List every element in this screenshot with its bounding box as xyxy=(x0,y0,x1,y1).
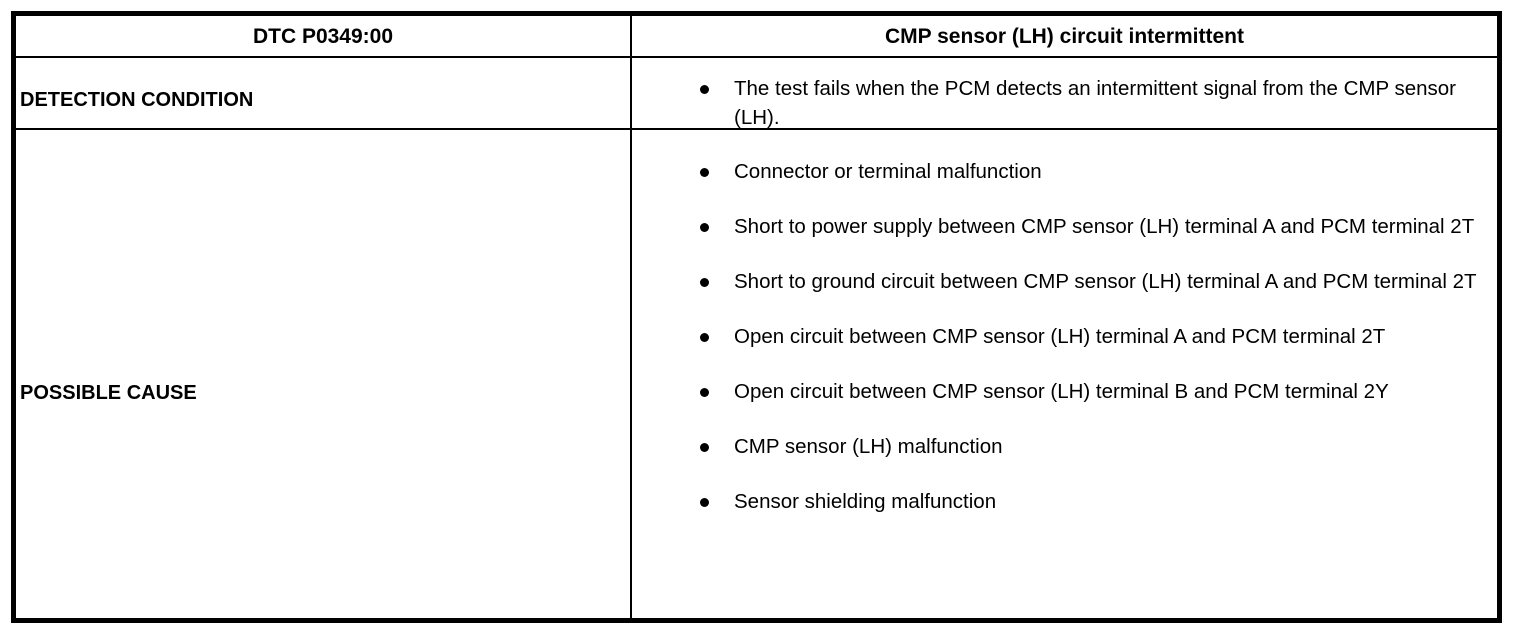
bullet-dot-icon xyxy=(700,168,709,177)
bullet-dot-icon xyxy=(700,443,709,452)
list-item: Short to power supply between CMP sensor… xyxy=(632,212,1494,241)
table-header-row: DTC P0349:00 CMP sensor (LH) circuit int… xyxy=(16,16,1497,58)
table-row-possible-cause: POSSIBLE CAUSE Connector or terminal mal… xyxy=(16,130,1497,618)
list-item-text: Short to power supply between CMP sensor… xyxy=(734,215,1475,238)
possible-cause-content-cell: Connector or terminal malfunction Short … xyxy=(632,130,1497,618)
bullet-dot-icon xyxy=(700,498,709,507)
possible-cause-bullet-list: Connector or terminal malfunction Short … xyxy=(632,130,1497,618)
bullet-dot-icon xyxy=(700,85,709,94)
list-item-text: Sensor shielding malfunction xyxy=(734,490,997,513)
list-item-text: Connector or terminal malfunction xyxy=(734,160,1042,183)
fault-name-text: CMP sensor (LH) circuit intermittent xyxy=(885,25,1244,48)
list-item-text: Open circuit between CMP sensor (LH) ter… xyxy=(734,325,1386,348)
list-item: Open circuit between CMP sensor (LH) ter… xyxy=(632,322,1494,351)
list-item-text: Short to ground circuit between CMP sens… xyxy=(734,270,1477,293)
bullet-dot-icon xyxy=(700,223,709,232)
dtc-table-inner: DTC P0349:00 CMP sensor (LH) circuit int… xyxy=(16,16,1497,618)
bullet-dot-icon xyxy=(700,388,709,397)
header-cell-dtc-code: DTC P0349:00 xyxy=(16,16,632,56)
list-item: Connector or terminal malfunction xyxy=(632,157,1494,186)
detection-condition-bullet-list: The test fails when the PCM detects an i… xyxy=(632,58,1497,129)
detection-condition-label-cell: DETECTION CONDITION xyxy=(16,58,632,128)
detection-condition-label: DETECTION CONDITION xyxy=(20,89,254,111)
list-item-text: Open circuit between CMP sensor (LH) ter… xyxy=(734,380,1389,403)
detection-condition-content-cell: The test fails when the PCM detects an i… xyxy=(632,58,1497,129)
list-item: The test fails when the PCM detects an i… xyxy=(632,74,1497,132)
possible-cause-label-cell: POSSIBLE CAUSE xyxy=(16,130,632,618)
list-item: Open circuit between CMP sensor (LH) ter… xyxy=(632,377,1494,406)
bullet-dot-icon xyxy=(700,333,709,342)
table-row-detection-condition: DETECTION CONDITION The test fails when … xyxy=(16,58,1497,130)
bullet-dot-icon xyxy=(700,278,709,287)
list-item: Sensor shielding malfunction xyxy=(632,487,1494,516)
dtc-code-text: DTC P0349:00 xyxy=(252,25,394,48)
dtc-diagnostic-table: DTC P0349:00 CMP sensor (LH) circuit int… xyxy=(11,11,1502,623)
list-item: CMP sensor (LH) malfunction xyxy=(632,432,1494,461)
list-item: Short to ground circuit between CMP sens… xyxy=(632,267,1494,296)
list-item-text: The test fails when the PCM detects an i… xyxy=(734,77,1456,129)
list-item-text: CMP sensor (LH) malfunction xyxy=(734,435,1003,458)
possible-cause-label: POSSIBLE CAUSE xyxy=(20,382,197,404)
header-cell-fault-name: CMP sensor (LH) circuit intermittent xyxy=(632,16,1497,56)
